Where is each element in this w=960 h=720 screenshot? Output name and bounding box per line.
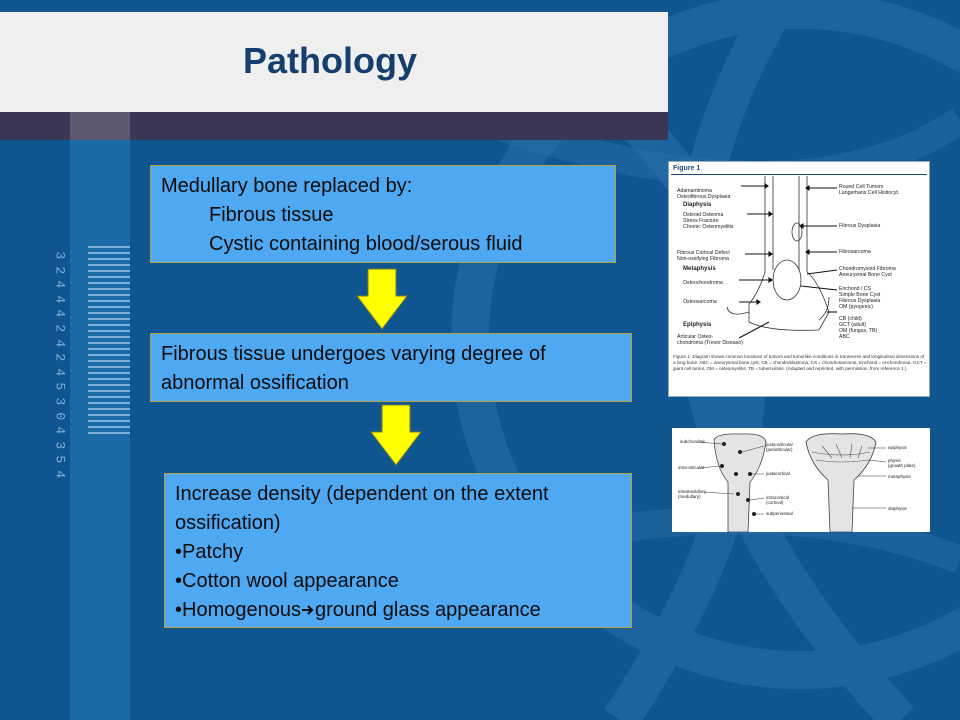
label-chronic: Chronic Osteomyelitis [683, 224, 734, 230]
long-bone-illustration [671, 174, 927, 339]
box1-item-fibrous: Fibrous tissue [209, 204, 334, 226]
box3-bullet-patchy: •Patchy [175, 541, 244, 563]
figure1-title: Figure 1 [673, 165, 701, 172]
label-osteosarcoma: Osteosarcoma [683, 299, 717, 305]
flow-box-ossification: Fibrous tissue undergoes varying degree … [150, 333, 632, 402]
label-juxta-articular: juxta-articular [766, 442, 794, 447]
box3-bullet-homogenous-before: •Homogenous [175, 599, 301, 621]
label-articular-2: chondroma (Trevor Disease) [677, 340, 743, 346]
label-articular-1: Articular Osteo- [677, 334, 714, 340]
figure1-caption: Figure 1: Diagram shows common locations… [673, 354, 927, 371]
box3-bullet-homogenous-after: ground glass appearance [314, 599, 541, 621]
label-epiphysis: Epiphysis [683, 322, 712, 328]
box1-item-cystic: Cystic containing blood/serous fluid [209, 233, 523, 255]
label-enchond: Enchond / CS [839, 286, 872, 292]
label-physis: physis [888, 458, 901, 463]
label-metaphysis-2: metaphysis [888, 474, 911, 479]
label-osteochondroma: Osteochondroma [683, 280, 723, 286]
flow-box-density: Increase density (dependent on the exten… [164, 473, 632, 628]
page-title: Pathology [242, 40, 417, 81]
label-intracortical: intracortical [766, 495, 790, 500]
label-adamantinoma: Adamantinoma [677, 188, 712, 194]
title-band [0, 12, 668, 112]
box3-bullet-cotton: •Cotton wool appearance [175, 570, 399, 592]
box3-intro: Increase density (dependent on the exten… [175, 483, 549, 534]
label-fibrous-dysplasia: Fibrous Dysplasia [839, 223, 881, 229]
flow-box-medullary: Medullary bone replaced by: Fibrous tiss… [150, 165, 616, 263]
box3-bullet-homogenous: •Homogenous ground glass appearance [175, 596, 621, 625]
label-diaphysis-2: diaphysis [888, 506, 907, 511]
label-langerhans: Langerhans Cell Histiocyt. [839, 190, 900, 196]
label-aneurysmal: Aneurysmal Bone Cyst [839, 272, 892, 278]
figure2-bone-location-diagram: subchondral juxta-articular (periarticul… [672, 428, 930, 532]
label-om-fungus: OM (fungus, TB) [839, 328, 878, 334]
title-underline-band [0, 112, 668, 140]
label-subperiosteal: subperiosteal [766, 511, 793, 516]
left-vertical-stripe [70, 140, 130, 720]
label-cb: CB (child) [839, 316, 862, 322]
label-intramedullary: intramedullary [678, 489, 707, 494]
down-arrow-icon [356, 268, 408, 330]
label-medullary: (medullary) [678, 494, 701, 499]
label-abc: ABC [839, 334, 850, 340]
label-growth-plate: (growth plate) [888, 463, 916, 468]
label-nonossifying: Non-ossifying Fibroma [677, 256, 729, 262]
label-osteofibrous: Osteofibrous Dysplasia [677, 194, 731, 200]
label-chondromyxoid: Chondromyxoid Fibroma [839, 266, 896, 272]
label-juxtacortical: juxtacortical [766, 471, 790, 476]
label-intra-articular: intra-articular [678, 465, 705, 470]
box1-heading: Medullary bone replaced by: [161, 175, 413, 197]
down-arrow-icon [370, 404, 422, 466]
figure1-bone-tumor-diagram: Figure 1 [668, 161, 930, 397]
label-diaphysis: Diaphysis [683, 202, 712, 208]
label-cortical: (cortical) [766, 500, 784, 505]
right-arrow-icon [301, 605, 314, 615]
label-gct: GCT (adult) [839, 322, 867, 328]
label-fibrosarcoma: Fibrosarcoma [839, 249, 871, 255]
label-simple-cyst: Simple Bone Cyst [839, 292, 881, 298]
label-epiphysis-2: epiphysis [888, 445, 907, 450]
label-fibrous-dysplasia-2: Fibrous Dysplasia [839, 298, 881, 304]
label-om-pyogenic: OM (pyogenic) [839, 304, 874, 310]
label-stress: Stress Fracture [683, 218, 719, 224]
label-subchondral: subchondral [680, 439, 705, 444]
box2-text: Fibrous tissue undergoes varying degree … [161, 343, 546, 394]
label-round-cell: Round Cell Tumors [839, 184, 884, 190]
bone-location-illustration [699, 433, 887, 532]
label-periarticular: (periarticular) [766, 447, 793, 452]
label-metaphysis: Metaphysis [683, 266, 716, 272]
label-cortical: Fibrous Cortical Defect [677, 250, 730, 256]
barcode-lines [88, 246, 130, 442]
label-osteoid: Osteoid Osteoma [683, 212, 724, 218]
